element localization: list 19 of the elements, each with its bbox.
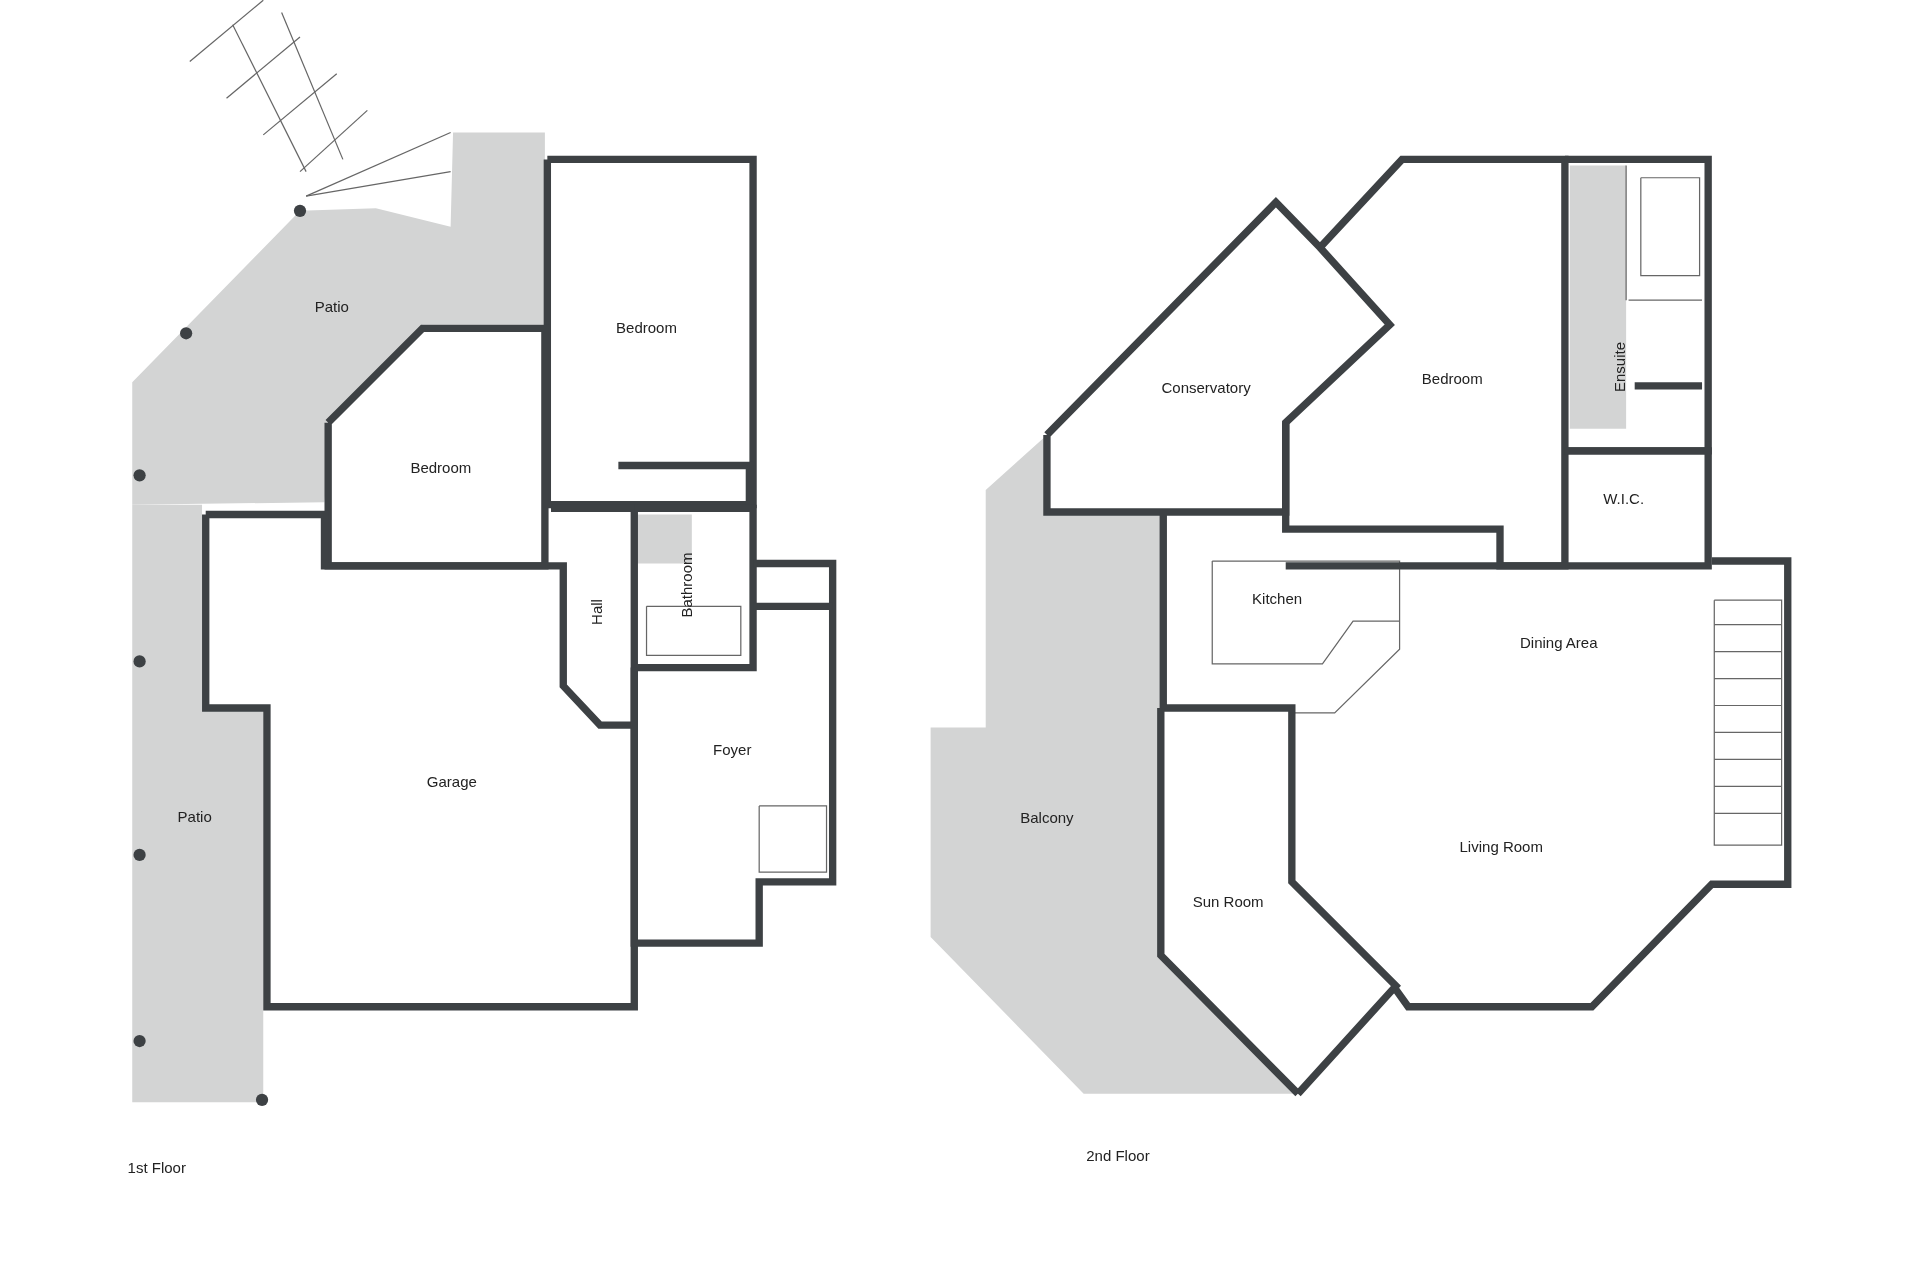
room-label: Bedroom <box>616 318 677 336</box>
room-label: Living Room <box>1459 837 1543 855</box>
floor-caption: 2nd Floor <box>1086 1146 1150 1164</box>
room-label: Conservatory <box>1161 378 1251 396</box>
room-label: Garage <box>426 772 477 790</box>
floor-caption: 1st Floor <box>127 1158 186 1176</box>
room-label: W.I.C. <box>1603 489 1645 507</box>
room-label: Patio <box>177 807 212 824</box>
room-label: Dining Area <box>1520 633 1598 651</box>
room-label: Bedroom <box>1421 369 1483 387</box>
room-label: Bedroom <box>410 458 472 475</box>
room-label: Patio <box>314 297 349 315</box>
room-label: Bathroom <box>677 552 695 618</box>
room-label: Hall <box>587 599 605 626</box>
room-label: Sun Room <box>1192 892 1264 910</box>
room-label: Kitchen <box>1252 589 1303 607</box>
room-label: Balcony <box>1020 808 1074 826</box>
room-label: Foyer <box>713 740 752 758</box>
room-label: Ensuite <box>1610 342 1628 393</box>
